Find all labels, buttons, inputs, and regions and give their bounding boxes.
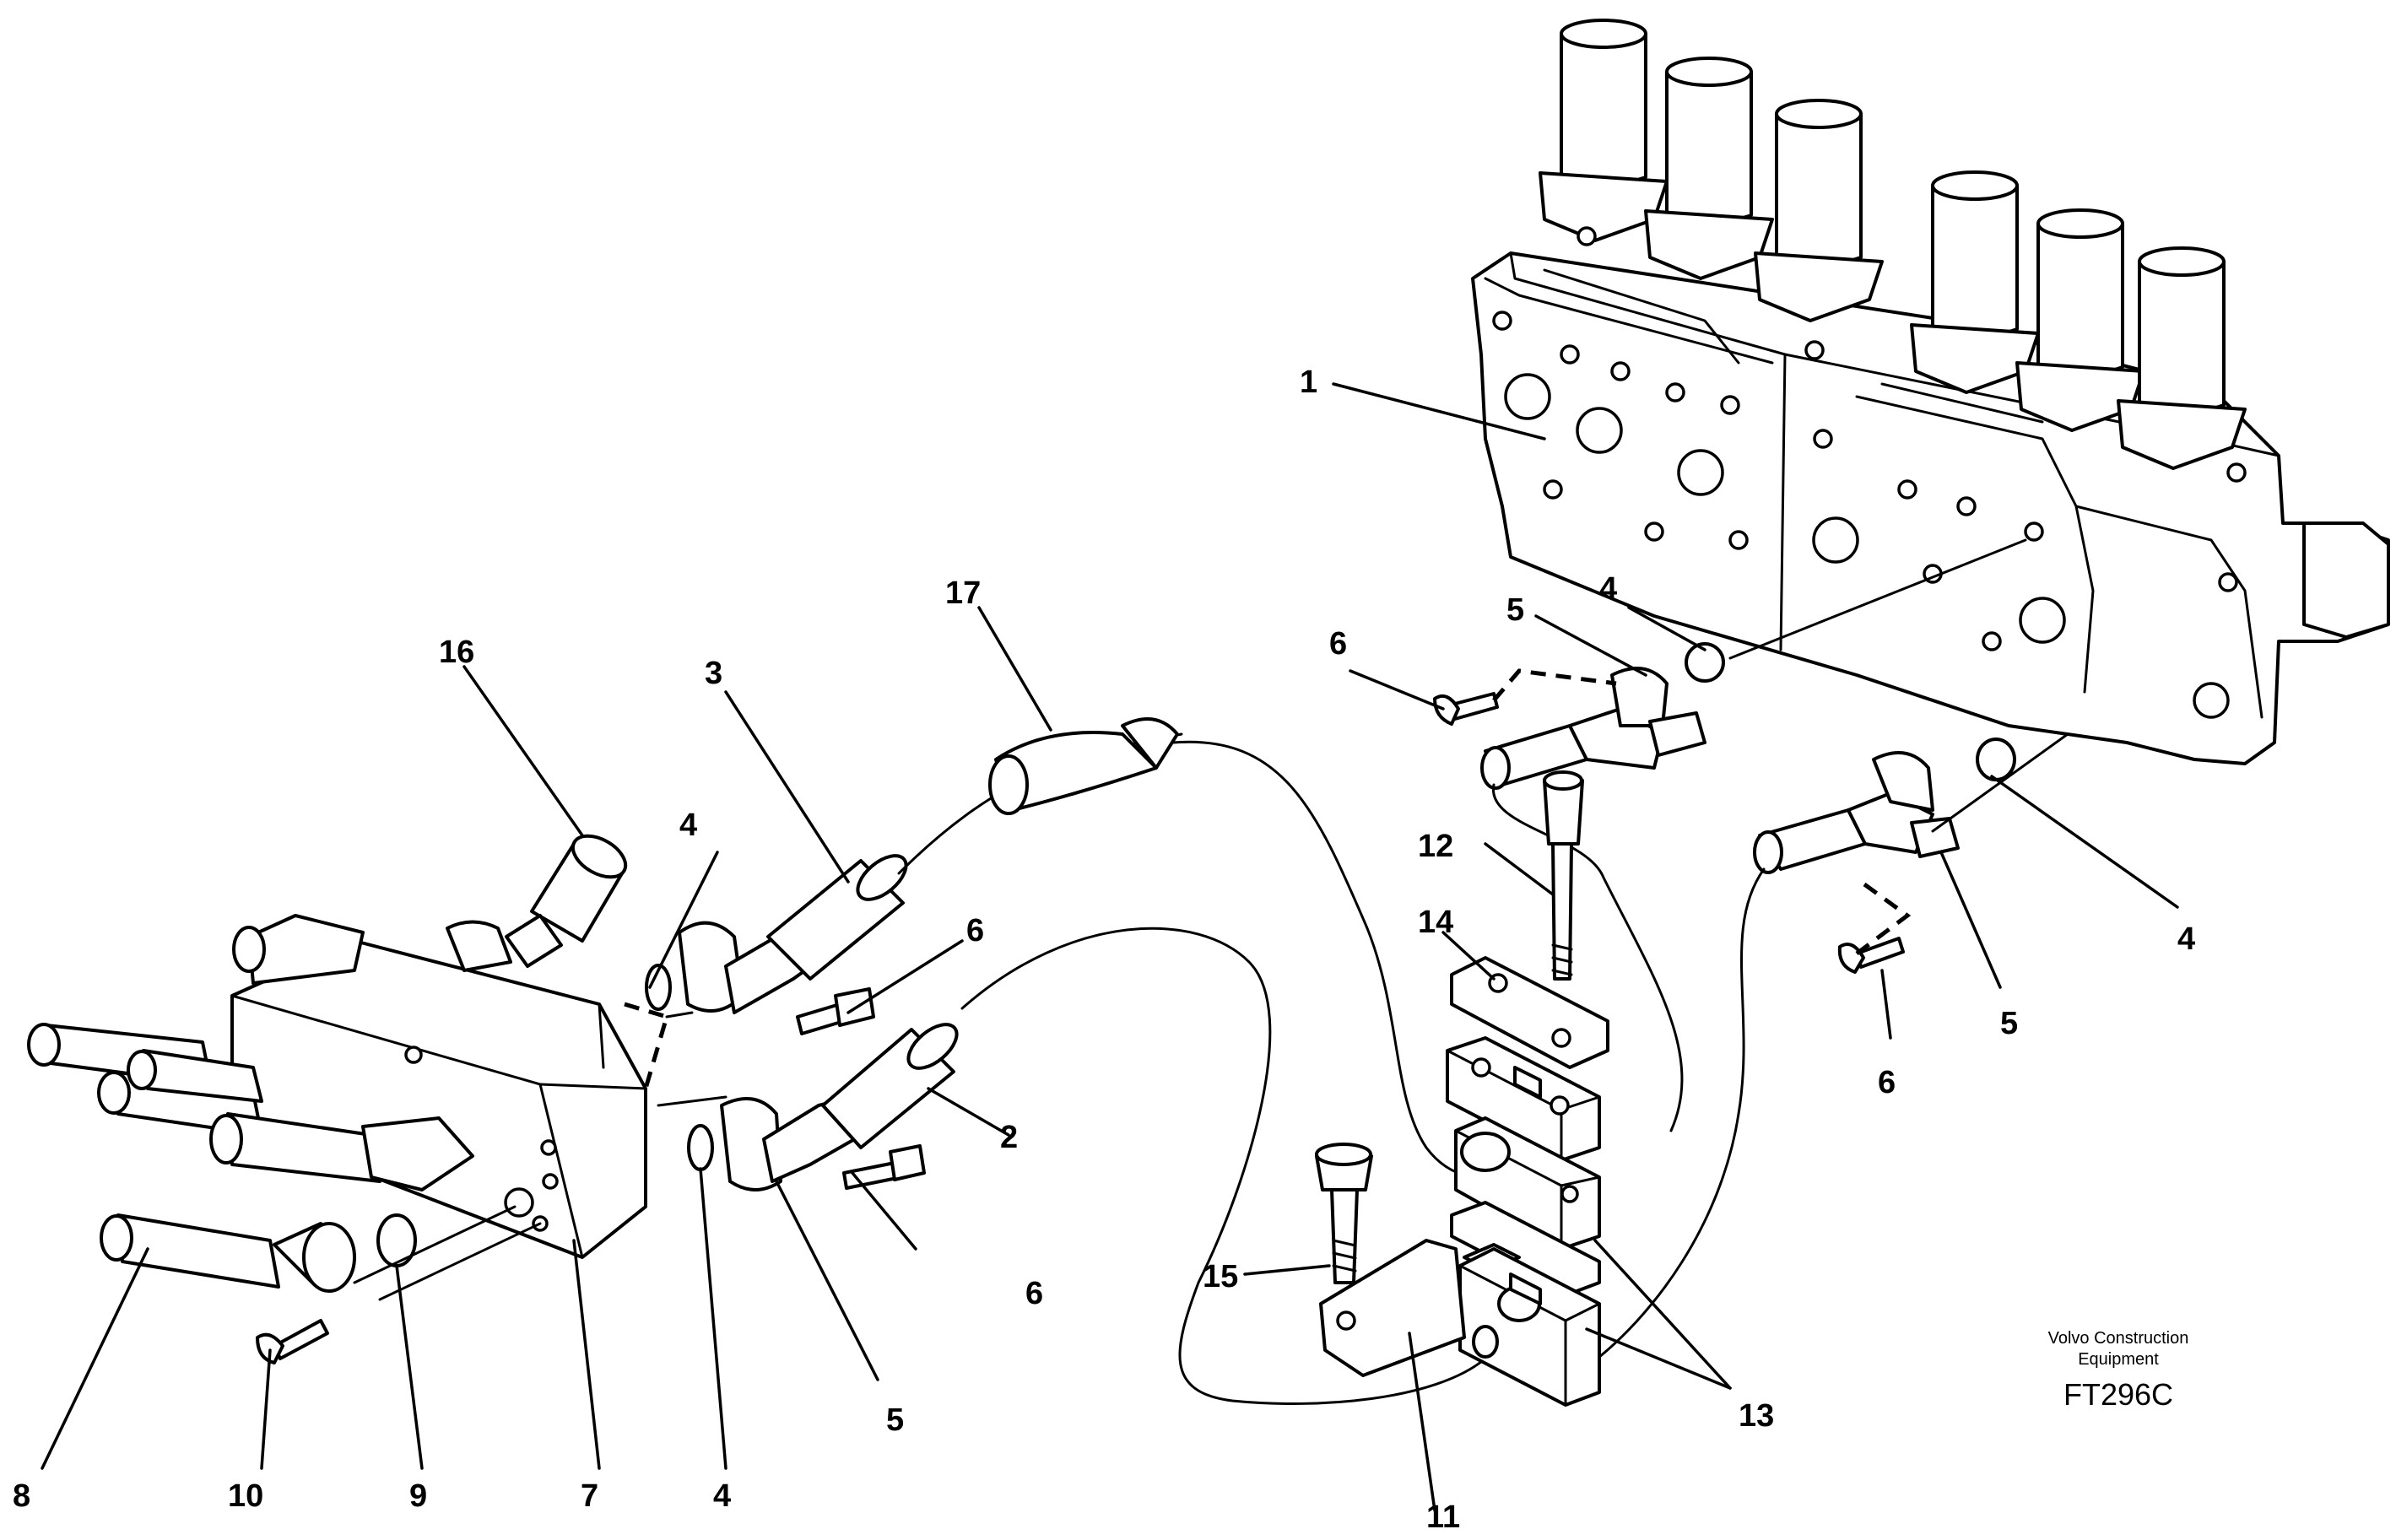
callout-17: 17 xyxy=(945,575,981,611)
callout-6-middle-top: 6 xyxy=(966,913,984,948)
callout-6-middle-bottom: 6 xyxy=(1025,1276,1043,1311)
callout-4-left-top: 4 xyxy=(679,808,697,843)
callout-4-right-bottom: 4 xyxy=(2177,921,2195,957)
brand-line-2: Equipment xyxy=(2078,1350,2159,1369)
callout-1: 1 xyxy=(1300,365,1317,400)
callout-14: 14 xyxy=(1418,905,1453,940)
leader-lines xyxy=(41,382,2179,1512)
callout-11: 11 xyxy=(1426,1499,1460,1535)
hoses xyxy=(27,667,1960,1405)
callout-15: 15 xyxy=(1203,1259,1238,1294)
callout-12: 12 xyxy=(1418,829,1453,864)
clamp-assembly xyxy=(1315,770,1609,1407)
drawing-id-block: Volvo Construction Equipment FT296C xyxy=(2048,1329,2189,1412)
callout-8: 8 xyxy=(13,1478,30,1514)
callout-5-right-top: 5 xyxy=(1506,592,1524,628)
callout-6-right-top: 6 xyxy=(1329,626,1347,662)
callout-labels: 1 2 3 4 4 4 4 5 5 5 6 6 6 6 7 8 9 10 11 … xyxy=(13,365,2195,1535)
callout-16: 16 xyxy=(439,635,474,670)
control-valve-assembly xyxy=(1471,19,2390,765)
callout-3: 3 xyxy=(705,656,722,691)
callout-6-right-bottom: 6 xyxy=(1878,1065,1896,1100)
callout-2: 2 xyxy=(1000,1120,1018,1155)
callout-10: 10 xyxy=(228,1478,263,1514)
callout-4-right-top: 4 xyxy=(1599,571,1617,607)
callout-4-bottom: 4 xyxy=(713,1478,731,1514)
callout-5-right-bottom: 5 xyxy=(2000,1006,2018,1041)
valve-block-7 xyxy=(230,914,647,1259)
callout-7: 7 xyxy=(581,1478,598,1514)
drawing-code: FT296C xyxy=(2063,1377,2173,1412)
callout-5-bottom: 5 xyxy=(886,1402,904,1438)
callout-13: 13 xyxy=(1739,1398,1774,1434)
callout-9: 9 xyxy=(409,1478,427,1514)
screws xyxy=(256,692,1905,1364)
assembly-lines xyxy=(353,538,2069,1301)
brand-line-1: Volvo Construction xyxy=(2048,1329,2189,1348)
